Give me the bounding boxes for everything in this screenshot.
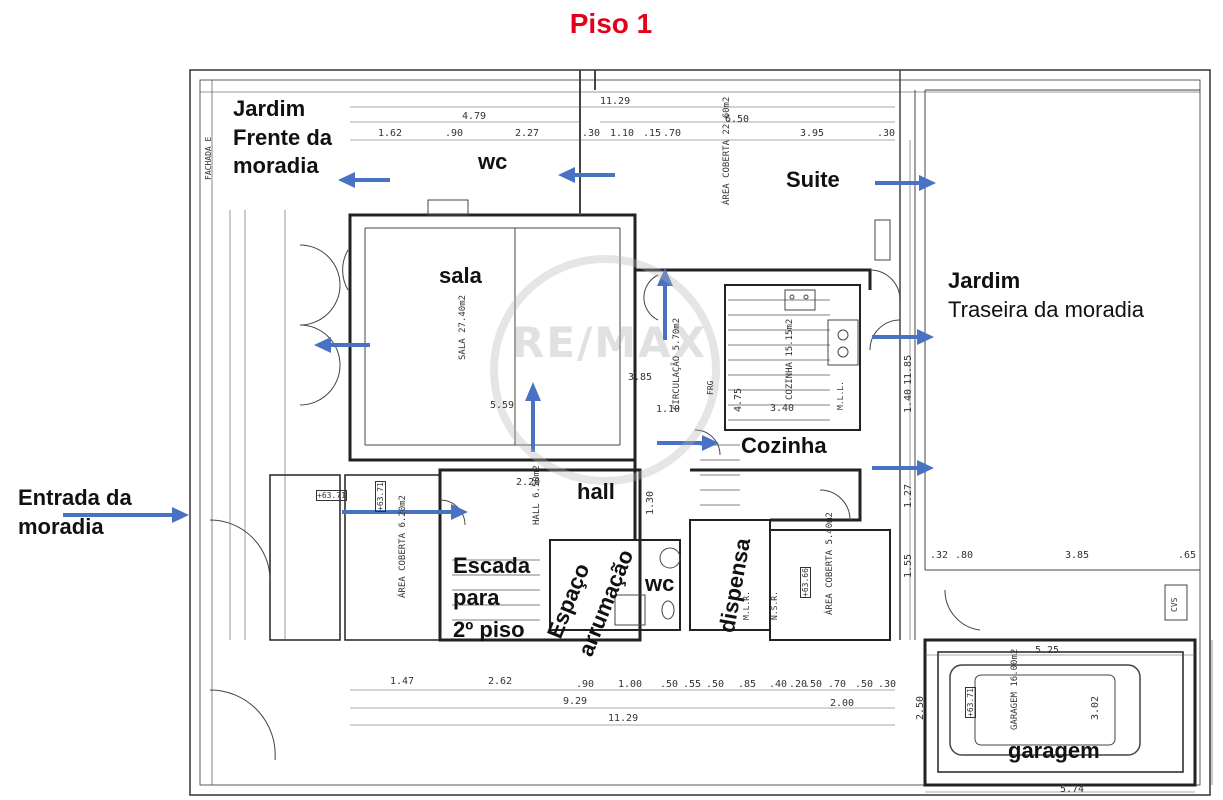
dim-text: 5.74: [1060, 784, 1085, 795]
dim-text: .50: [855, 679, 874, 690]
room-note: ÁREA COBERTA 5.40m2: [825, 512, 835, 615]
dim-text: .15: [643, 128, 662, 139]
arrow-wc-top: [558, 167, 615, 183]
label-escada: Escada para 2º piso: [453, 553, 531, 642]
dim-text: 1.40: [903, 388, 914, 413]
label-suite: Suite: [786, 167, 840, 192]
dim-text: 3.85: [628, 372, 653, 383]
dim-text: 2.27: [515, 128, 540, 139]
nsr-note: N.S.R.: [770, 591, 779, 620]
dim-text: 4.75: [733, 387, 744, 412]
dim-text: 3.02: [1090, 695, 1101, 720]
dim-text: 3.85: [1065, 550, 1090, 561]
dim-text: 2.50: [915, 695, 926, 720]
dim-text: 3.95: [800, 128, 825, 139]
level-mark: +63.71: [965, 687, 976, 718]
label-wc-top: wc: [478, 149, 508, 174]
fridge-note: FRG: [706, 380, 715, 395]
level-mark: +63.66: [800, 567, 811, 598]
arrow-suite: [875, 175, 936, 191]
level-mark: +63.71: [375, 481, 386, 512]
mll-note: M.L.L.: [836, 381, 845, 410]
arrow-cozinha-right: [872, 329, 934, 345]
room-note: CIRCULAÇÃO 5.70m2: [672, 317, 682, 410]
dim-text: .90: [445, 128, 464, 139]
dim-text: 1.47: [390, 676, 415, 687]
mlr-note: M.L.R.: [742, 591, 751, 620]
dim-text: .50: [804, 679, 823, 690]
dim-text: .70: [663, 128, 682, 139]
label-entrada: Entrada da moradia: [18, 485, 132, 539]
arrow-sala-left: [314, 337, 370, 353]
dim-text: 2.00: [830, 698, 855, 709]
dim-text: .50: [660, 679, 679, 690]
room-note: GARAGEM 16.00m2: [1010, 648, 1020, 730]
dim-text: .30: [878, 679, 897, 690]
dim-text: 5.59: [490, 400, 515, 411]
dim-text: 11.29: [608, 713, 639, 724]
dim-text: 1.27: [903, 483, 914, 508]
facade-note: FACHADA E: [204, 136, 213, 180]
arrow-entrada-hall: [342, 504, 468, 520]
arrow-cozinha-out: [872, 460, 934, 476]
dim-text: 1.55: [903, 553, 914, 578]
dim-text: 4.79: [462, 111, 487, 122]
room-note: COZINHA 15.15m2: [785, 318, 795, 400]
dim-text: 1.10: [610, 128, 635, 139]
label-garagem: garagem: [1008, 738, 1100, 763]
label-sala: sala: [439, 263, 482, 288]
dim-text: 2.20: [516, 477, 541, 488]
room-note: ÁREA COBERTA 6.20m2: [398, 495, 408, 598]
dim-text: 1.00: [618, 679, 643, 690]
dim-text: 3.40: [770, 403, 795, 414]
dim-text: .90: [576, 679, 595, 690]
remax-watermark: RE/MAX: [512, 318, 708, 367]
label-jardim-traseira: Jardim Traseira da moradia: [948, 268, 1145, 322]
room-note: HALL 6.50m2: [532, 465, 542, 525]
dimension-lines: [229, 106, 1213, 793]
label-jardim-frente: Jardim Frente da moradia: [233, 96, 333, 179]
dim-text: 6.50: [725, 114, 750, 125]
dim-text: 5.25: [1035, 645, 1060, 656]
label-cozinha: Cozinha: [741, 433, 827, 458]
dim-text: 1.30: [645, 490, 656, 515]
arrow-entrada: [63, 507, 189, 523]
dim-text: 1.10: [656, 404, 681, 415]
dim-text: .55: [683, 679, 702, 690]
remax-watermark-ring: [490, 255, 720, 485]
dim-text: .30: [582, 128, 601, 139]
dim-text: .70: [828, 679, 847, 690]
dim-text: .32: [930, 550, 949, 561]
arrow-jardim-frente: [338, 172, 390, 188]
dim-text: 11.85: [903, 354, 914, 385]
dim-text: .65: [1178, 550, 1197, 561]
dim-text: .50: [706, 679, 725, 690]
room-note: ÁREA COBERTA 22.60m2: [722, 96, 732, 205]
label-wc-small: wc: [645, 571, 675, 596]
dim-text: .30: [877, 128, 896, 139]
dim-text: 9.29: [563, 696, 588, 707]
dim-text: 2.62: [488, 676, 513, 687]
dim-text: .85: [738, 679, 757, 690]
dim-text: .20: [789, 679, 808, 690]
dim-text: 11.29: [600, 96, 631, 107]
level-mark: +63.71: [316, 490, 347, 501]
room-note: SALA 27.40m2: [458, 294, 468, 360]
page-title: Piso 1: [569, 8, 653, 39]
outer-boundary: [189, 69, 1211, 796]
dim-text: 1.62: [378, 128, 403, 139]
label-hall: hall: [577, 479, 615, 504]
cvs-note: CVS: [1170, 597, 1179, 612]
dim-text: .80: [955, 550, 974, 561]
dim-text: .40: [769, 679, 788, 690]
